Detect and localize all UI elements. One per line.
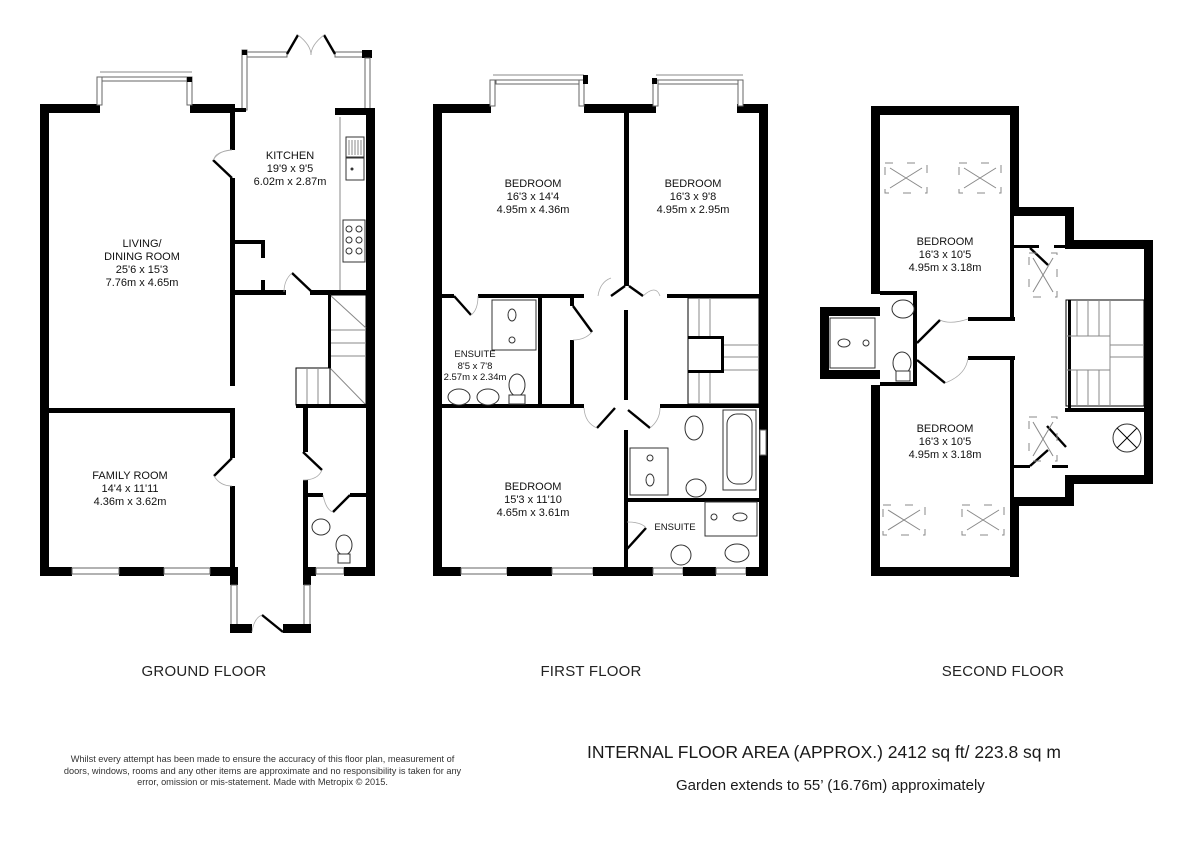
room-name: ENSUITE (654, 522, 696, 533)
room-dimensions-metric: 4.95m x 4.36m (496, 204, 570, 216)
room-label-bedroom-1: BEDROOM 16'3 x 14'4 4.95m x 4.36m (497, 178, 570, 217)
internal-floor-area: INTERNAL FLOOR AREA (APPROX.) 2412 sq ft… (587, 742, 1061, 762)
room-dimensions-metric: 4.95m x 2.95m (656, 204, 730, 216)
first-floor-plan (433, 74, 768, 576)
room-name: BEDROOM (664, 178, 722, 190)
room-label-bedroom-4: BEDROOM 16'3 x 10'5 4.95m x 3.18m (909, 236, 982, 275)
room-label-bedroom-2: BEDROOM 16'3 x 9'8 4.95m x 2.95m (657, 178, 730, 217)
room-label-bedroom-3: BEDROOM 15'3 x 11'10 4.65m x 3.61m (497, 481, 570, 520)
room-dimensions-metric: 7.76m x 4.65m (105, 277, 179, 289)
room-dimensions-imperial: 16'3 x 9'8 (669, 191, 717, 203)
room-dimensions-imperial: 16'3 x 10'5 (918, 249, 972, 261)
room-label-ensuite-2: ENSUITE (654, 522, 695, 534)
room-dimensions-imperial: 25'6 x 15'3 (115, 264, 169, 276)
room-dimensions-imperial: 15'3 x 11'10 (504, 494, 562, 506)
room-name: DINING ROOM (104, 251, 180, 263)
room-name: BEDROOM (504, 178, 562, 190)
room-label-living-dining: LIVING/ DINING ROOM 25'6 x 15'3 7.76m x … (104, 238, 180, 290)
room-name: BEDROOM (504, 481, 562, 493)
floor-title-second: SECOND FLOOR (941, 663, 1065, 680)
room-dimensions-imperial: 16'3 x 14'4 (506, 191, 560, 203)
room-dimensions-metric: 6.02m x 2.87m (253, 176, 327, 188)
second-floor-plan (820, 106, 1153, 577)
room-dimensions-imperial: 8'5 x 7'8 (457, 360, 493, 372)
room-name: BEDROOM (916, 236, 974, 248)
room-dimensions-imperial: 14'4 x 11'11 (101, 483, 159, 495)
room-label-ensuite-1: ENSUITE 8'5 x 7'8 2.57m x 2.34m (444, 349, 507, 384)
room-label-bedroom-5: BEDROOM 16'3 x 10'5 4.95m x 3.18m (909, 423, 982, 462)
room-dimensions-metric: 4.95m x 3.18m (908, 449, 982, 461)
room-dimensions-metric: 2.57m x 2.34m (443, 372, 507, 383)
room-name: KITCHEN (265, 150, 315, 162)
ground-floor-plan (40, 34, 375, 633)
room-dimensions-imperial: 16'3 x 10'5 (918, 436, 972, 448)
room-dimensions-imperial: 19'9 x 9'5 (266, 163, 314, 175)
garden-extent: Garden extends to 55’ (16.76m) approxima… (676, 777, 985, 794)
room-name: ENSUITE (454, 349, 496, 360)
room-dimensions-metric: 4.36m x 3.62m (93, 496, 167, 508)
disclaimer-text: Whilst every attempt has been made to en… (63, 754, 462, 787)
floor-title-first: FIRST FLOOR (540, 663, 642, 680)
room-name: FAMILY ROOM (92, 470, 168, 482)
room-label-kitchen: KITCHEN 19'9 x 9'5 6.02m x 2.87m (254, 150, 327, 189)
room-dimensions-metric: 4.65m x 3.61m (496, 507, 570, 519)
floor-title-ground: GROUND FLOOR (141, 663, 267, 680)
room-name: LIVING/ (122, 238, 162, 250)
room-dimensions-metric: 4.95m x 3.18m (908, 262, 982, 274)
room-label-family-room: FAMILY ROOM 14'4 x 11'11 4.36m x 3.62m (92, 470, 167, 509)
room-name: BEDROOM (916, 423, 974, 435)
